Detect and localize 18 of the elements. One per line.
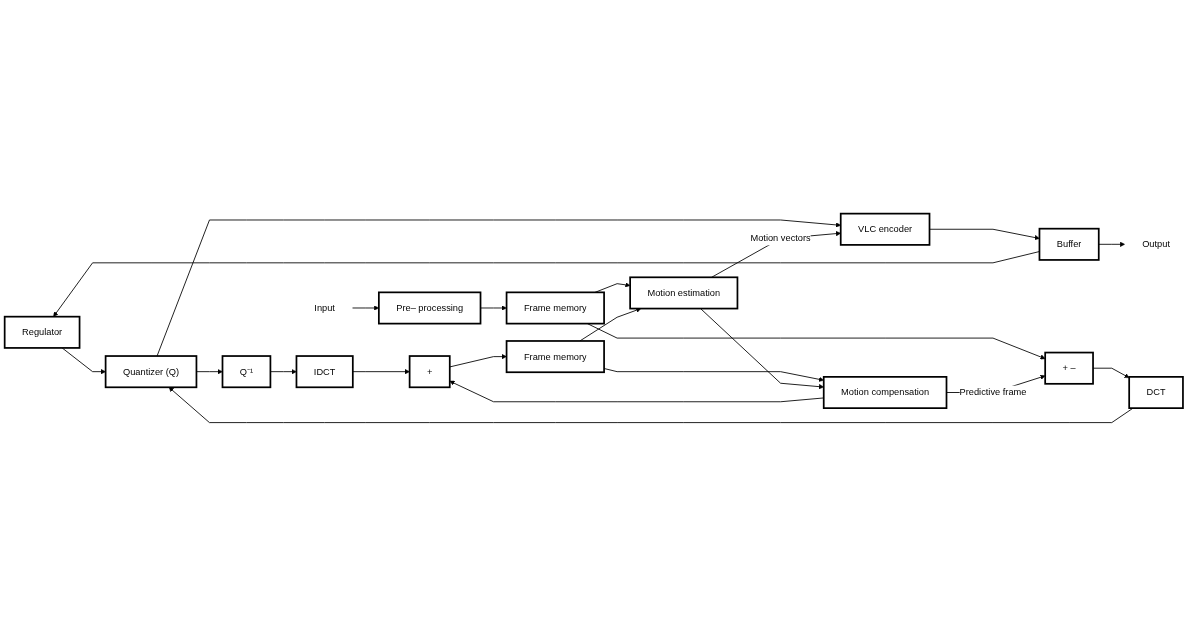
- node-box: Motion compensation: [822, 375, 948, 409]
- node-box: +: [408, 355, 451, 389]
- node-text: Input: [314, 302, 335, 313]
- node-box: Frame memory: [505, 291, 605, 325]
- node-box: DCT: [1128, 375, 1184, 409]
- node-box: Quantizer (Q): [104, 355, 198, 389]
- node-box: + –: [1044, 351, 1094, 385]
- node-box: Q⁻¹: [221, 355, 272, 389]
- node-box: VLC encoder: [839, 212, 931, 246]
- node-box: Frame memory: [505, 340, 605, 373]
- node-text: Output: [1142, 238, 1170, 249]
- edge-label: Predictive frame: [959, 387, 1027, 398]
- node-box: IDCT: [295, 355, 354, 389]
- node-box: Pre– processing: [378, 291, 482, 325]
- node-box: Buffer: [1038, 227, 1100, 261]
- edge-label: Motion vectors: [750, 233, 811, 244]
- node-box: Motion estimation: [629, 276, 739, 310]
- node-box: Regulator: [3, 315, 81, 349]
